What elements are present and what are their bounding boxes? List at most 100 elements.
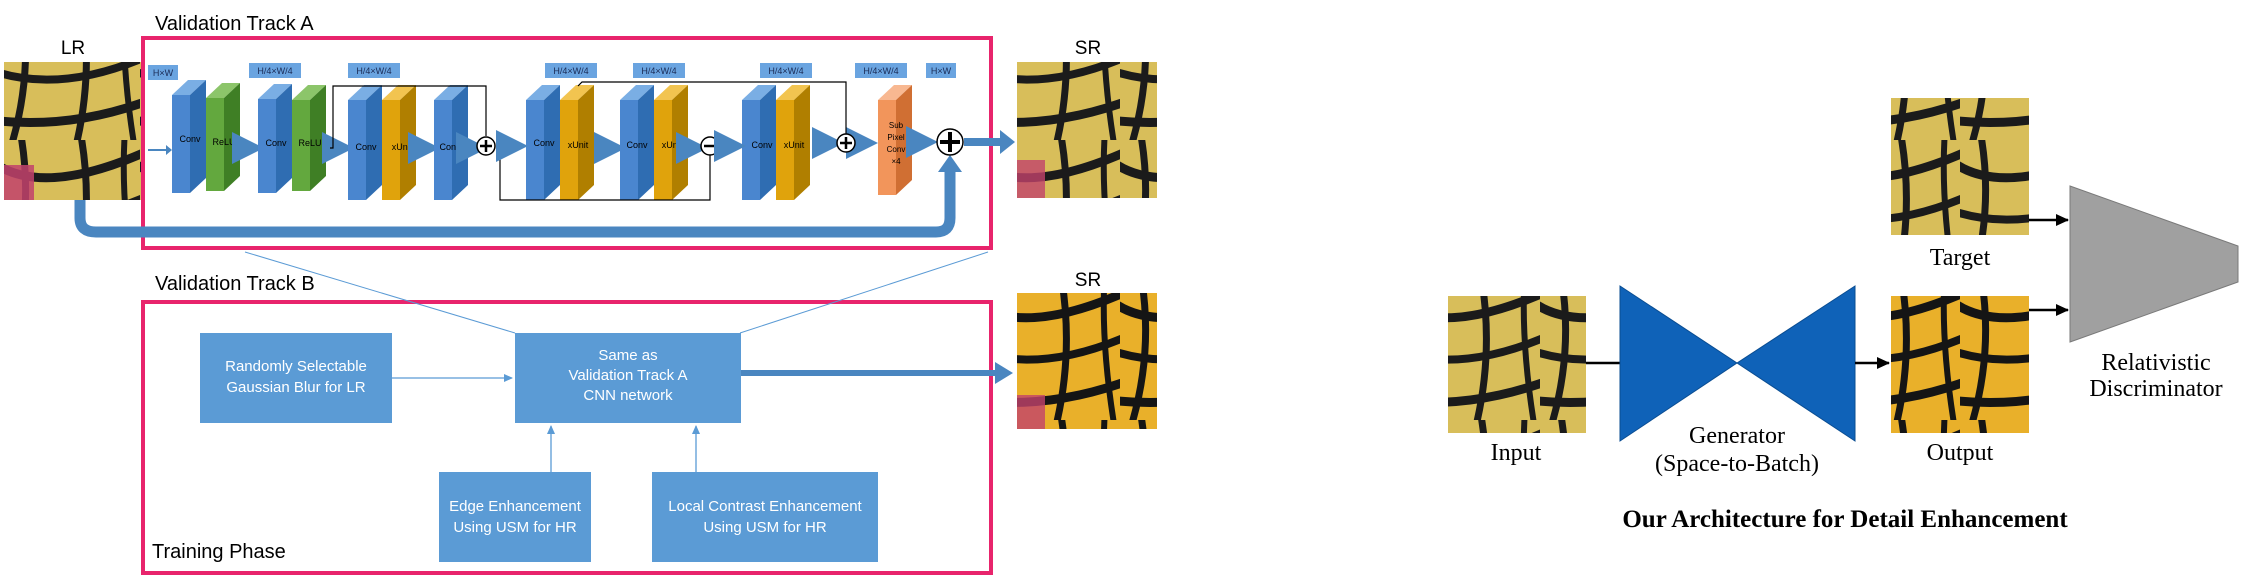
- lr-skip-connection: [74, 170, 956, 238]
- conv-layer: Conv: [348, 85, 382, 200]
- conv-label: Conv: [265, 138, 287, 148]
- track-b-frame: [141, 300, 993, 575]
- subpixel-label: Pixel: [887, 133, 905, 142]
- size-tag-text: H/4×W/4: [863, 66, 898, 76]
- size-tag: [926, 63, 956, 78]
- xunit-layer: xUnit: [560, 85, 594, 200]
- track-a-output-arrow: [964, 130, 1015, 154]
- conv-label: Conv: [626, 140, 648, 150]
- local-contrast-text: Using USM for HR: [703, 519, 827, 536]
- lr-skip-arrowhead: [938, 155, 962, 172]
- lr-label: LR: [61, 38, 85, 59]
- gaussian-blur-box: [200, 333, 392, 423]
- same-network-text: Validation Track A: [569, 367, 688, 384]
- edge-enhancement-box: [439, 472, 591, 562]
- subpixel-label: Sub: [889, 121, 904, 130]
- left-diagram: LR SR SR Validation Track A Validation T…: [4, 13, 1157, 575]
- generator-shape: [1619, 285, 1856, 442]
- relu-label: ReLU: [212, 137, 235, 147]
- conv-label: Conv: [355, 142, 377, 152]
- same-network-box: [515, 333, 741, 423]
- input-image: [1448, 296, 1586, 433]
- edge-enhancement-text: Using USM for HR: [453, 519, 577, 536]
- generator-label: Generator: [1689, 423, 1785, 449]
- size-tag: [348, 63, 400, 78]
- figure-caption: Our Architecture for Detail Enhancement: [1622, 506, 2068, 533]
- xunit-label: xUnit: [568, 140, 589, 150]
- size-tag-text: H×W: [931, 66, 952, 76]
- size-tag: [148, 65, 178, 80]
- conv-label: Conv: [751, 140, 773, 150]
- same-network-text: CNN network: [583, 387, 673, 404]
- xunit-layer: xUnit: [382, 85, 416, 200]
- xunit-label: xUnit: [392, 142, 413, 152]
- same-network-text: Same as: [598, 347, 657, 364]
- xunit-label: xUnit: [784, 140, 805, 150]
- output-label: Output: [1927, 440, 1994, 466]
- target-image: [1891, 98, 2029, 235]
- projection-line-left: [244, 251, 516, 334]
- training-phase-label: Training Phase: [152, 541, 286, 563]
- size-tag-text: H/4×W/4: [768, 66, 803, 76]
- residual-connections: [330, 81, 847, 201]
- final-add-operator: [936, 128, 964, 156]
- conv-label: Conv: [179, 134, 201, 144]
- output-image: [1891, 296, 2029, 433]
- right-diagram: Input Generator (Space-to-Batch) Output …: [1448, 98, 2239, 533]
- conv-layer: Conv: [172, 80, 206, 193]
- size-tag-text: H/4×W/4: [257, 66, 292, 76]
- conv-label: Conv: [533, 138, 555, 148]
- size-tag: [633, 63, 685, 78]
- track-b-output-arrow: [741, 362, 1013, 384]
- discriminator-shape: [2069, 185, 2239, 343]
- relu-layer: ReLU: [206, 83, 240, 191]
- target-label: Target: [1930, 245, 1991, 271]
- local-contrast-text: Local Contrast Enhancement: [668, 498, 862, 515]
- subtract-operator: [700, 136, 720, 156]
- xunit-layer: xUnit: [654, 85, 688, 200]
- conv-layer: Conv: [258, 84, 292, 193]
- lr-image: [4, 62, 143, 200]
- discriminator-label: Discriminator: [2089, 376, 2222, 402]
- subpixel-layer: Sub Pixel Conv ×4: [878, 85, 912, 195]
- size-tag-text: H/4×W/4: [356, 66, 391, 76]
- local-contrast-box: [652, 472, 878, 562]
- size-tag: [855, 63, 907, 78]
- sr-image-b: [1017, 293, 1157, 429]
- track-b-title: Validation Track B: [155, 273, 315, 295]
- sr-label-a: SR: [1075, 38, 1101, 59]
- size-tag-text: H/4×W/4: [641, 66, 676, 76]
- generator-label: (Space-to-Batch): [1655, 451, 1819, 477]
- discriminator-label: Relativistic: [2101, 350, 2210, 376]
- gaussian-blur-text: Gaussian Blur for LR: [226, 379, 365, 396]
- size-tag-text: H×W: [153, 68, 174, 78]
- size-tag-text: H/4×W/4: [553, 66, 588, 76]
- size-tag: [249, 63, 301, 78]
- conv-layer: Conv: [742, 85, 776, 200]
- size-tag: [545, 63, 597, 78]
- projection-line-right: [739, 251, 989, 334]
- subpixel-label: Conv: [887, 145, 906, 154]
- conv-layer: Conv: [620, 85, 654, 200]
- track-a-title: Validation Track A: [155, 13, 314, 35]
- gaussian-blur-text: Randomly Selectable: [225, 358, 367, 375]
- cnn-layers: Conv ReLU Conv Re: [172, 80, 938, 200]
- xunit-layer: xUnit: [776, 85, 810, 200]
- track-a-flow: [148, 145, 172, 155]
- relu-label: ReLU: [298, 138, 321, 148]
- size-tag: [760, 63, 812, 78]
- edge-enhancement-text: Edge Enhancement: [449, 498, 582, 515]
- xunit-label: xUnit: [662, 140, 683, 150]
- add-operator: [836, 133, 856, 153]
- relu-layer: ReLU: [292, 85, 326, 191]
- sr-label-b: SR: [1075, 270, 1101, 291]
- add-operator: [476, 136, 496, 156]
- conv-layer: Conv: [434, 85, 468, 200]
- conv-label: Conv: [439, 142, 461, 152]
- conv-layer: Conv: [526, 85, 560, 200]
- input-label: Input: [1491, 440, 1542, 466]
- size-tags: H×W H/4×W/4 H/4×W/4 H/4×W/4 H/4×W/4 H/4×…: [148, 63, 956, 80]
- operators: [476, 128, 964, 162]
- sr-image-a: [1017, 62, 1157, 198]
